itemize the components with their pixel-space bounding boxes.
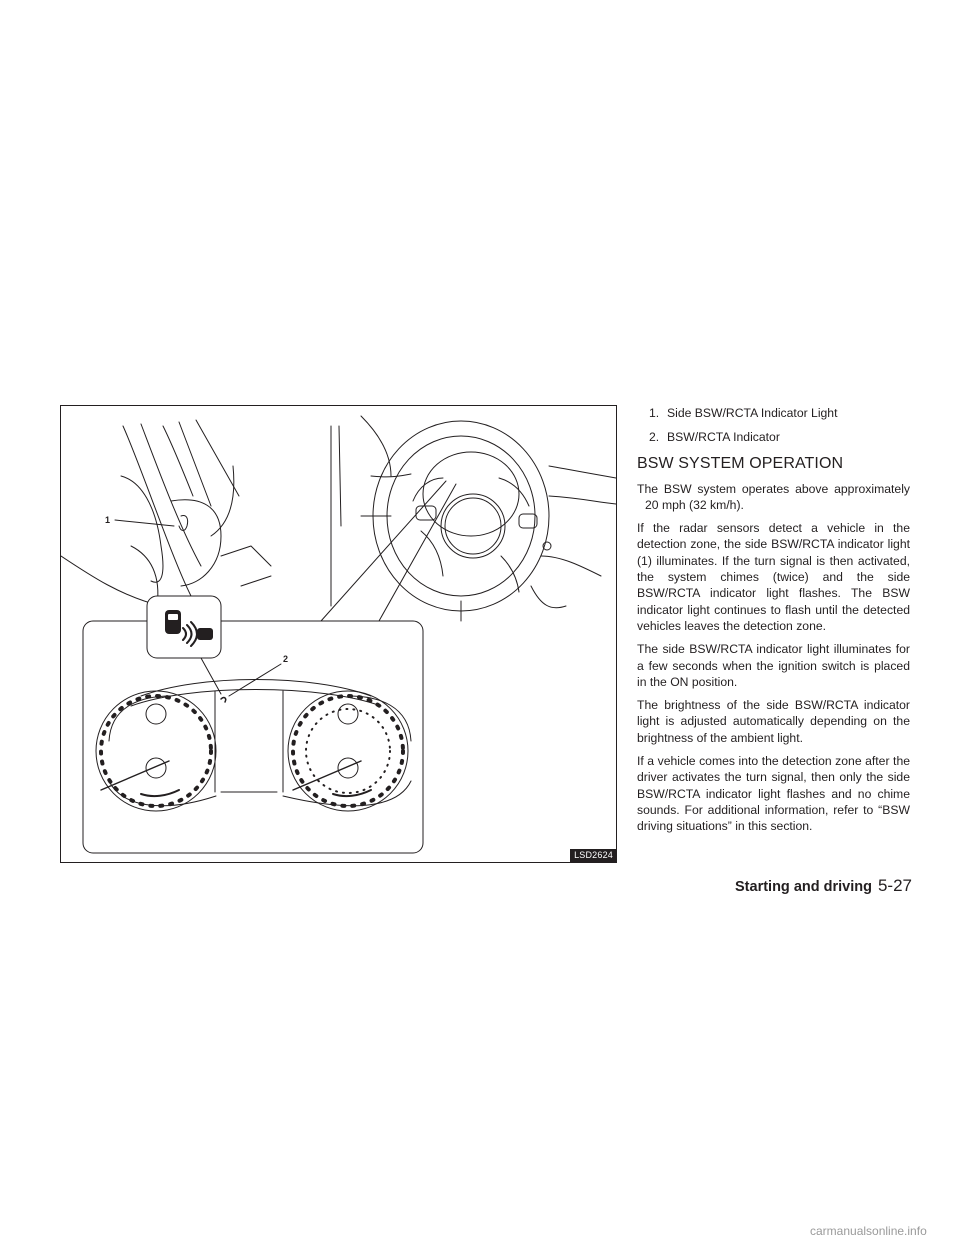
legend-label: Side BSW/RCTA Indicator Light <box>667 406 838 420</box>
legend-number: 1. <box>649 406 660 420</box>
paragraph: The brightness of the side BSW/RCTA indi… <box>637 698 910 745</box>
footer-section-name: Starting and driving <box>735 879 872 895</box>
figure-legend: 1. Side BSW/RCTA Indicator Light 2. BSW/… <box>637 405 910 446</box>
callout-1: 1 <box>105 515 110 525</box>
legend-label: BSW/RCTA Indicator <box>667 430 780 445</box>
bsw-indicator-icon-callout <box>146 595 222 695</box>
legend-item: 1. Side BSW/RCTA Indicator Light <box>637 405 910 421</box>
leader-line-right <box>378 483 457 622</box>
section-heading: BSW SYSTEM OPERATION <box>637 454 844 472</box>
page-footer: Starting and driving 5-27 <box>706 876 912 896</box>
adjacent-car-icon <box>197 628 213 640</box>
text-column: 1. Side BSW/RCTA Indicator Light 2. BSW/… <box>637 405 910 842</box>
gauge-cluster-drawing <box>95 663 412 812</box>
steering-wheel-drawing <box>330 415 616 622</box>
paragraph: The side BSW/RCTA indicator light illumi… <box>637 642 910 689</box>
bsw-illustration: 1 <box>60 405 617 863</box>
cockpit-line-drawing: 1 <box>61 415 616 854</box>
page-number: 5-27 <box>877 876 912 895</box>
figure-code: LSD2624 <box>570 849 616 862</box>
legend-item: 2. BSW/RCTA Indicator <box>637 429 910 445</box>
paragraph: If the radar sensors detect a vehicle in… <box>637 521 910 633</box>
door-pillar-drawing <box>61 419 272 607</box>
paragraph: If a vehicle comes into the detection zo… <box>637 754 910 834</box>
watermark[interactable]: carmanualsonline.info <box>810 1224 927 1238</box>
car-icon <box>165 610 181 634</box>
leader-line-left <box>320 480 447 622</box>
cluster-inset-frame <box>82 620 424 854</box>
callout-2: 2 <box>283 654 288 664</box>
legend-number: 2. <box>649 430 660 445</box>
paragraph: The BSW system operates above approximat… <box>637 481 910 512</box>
